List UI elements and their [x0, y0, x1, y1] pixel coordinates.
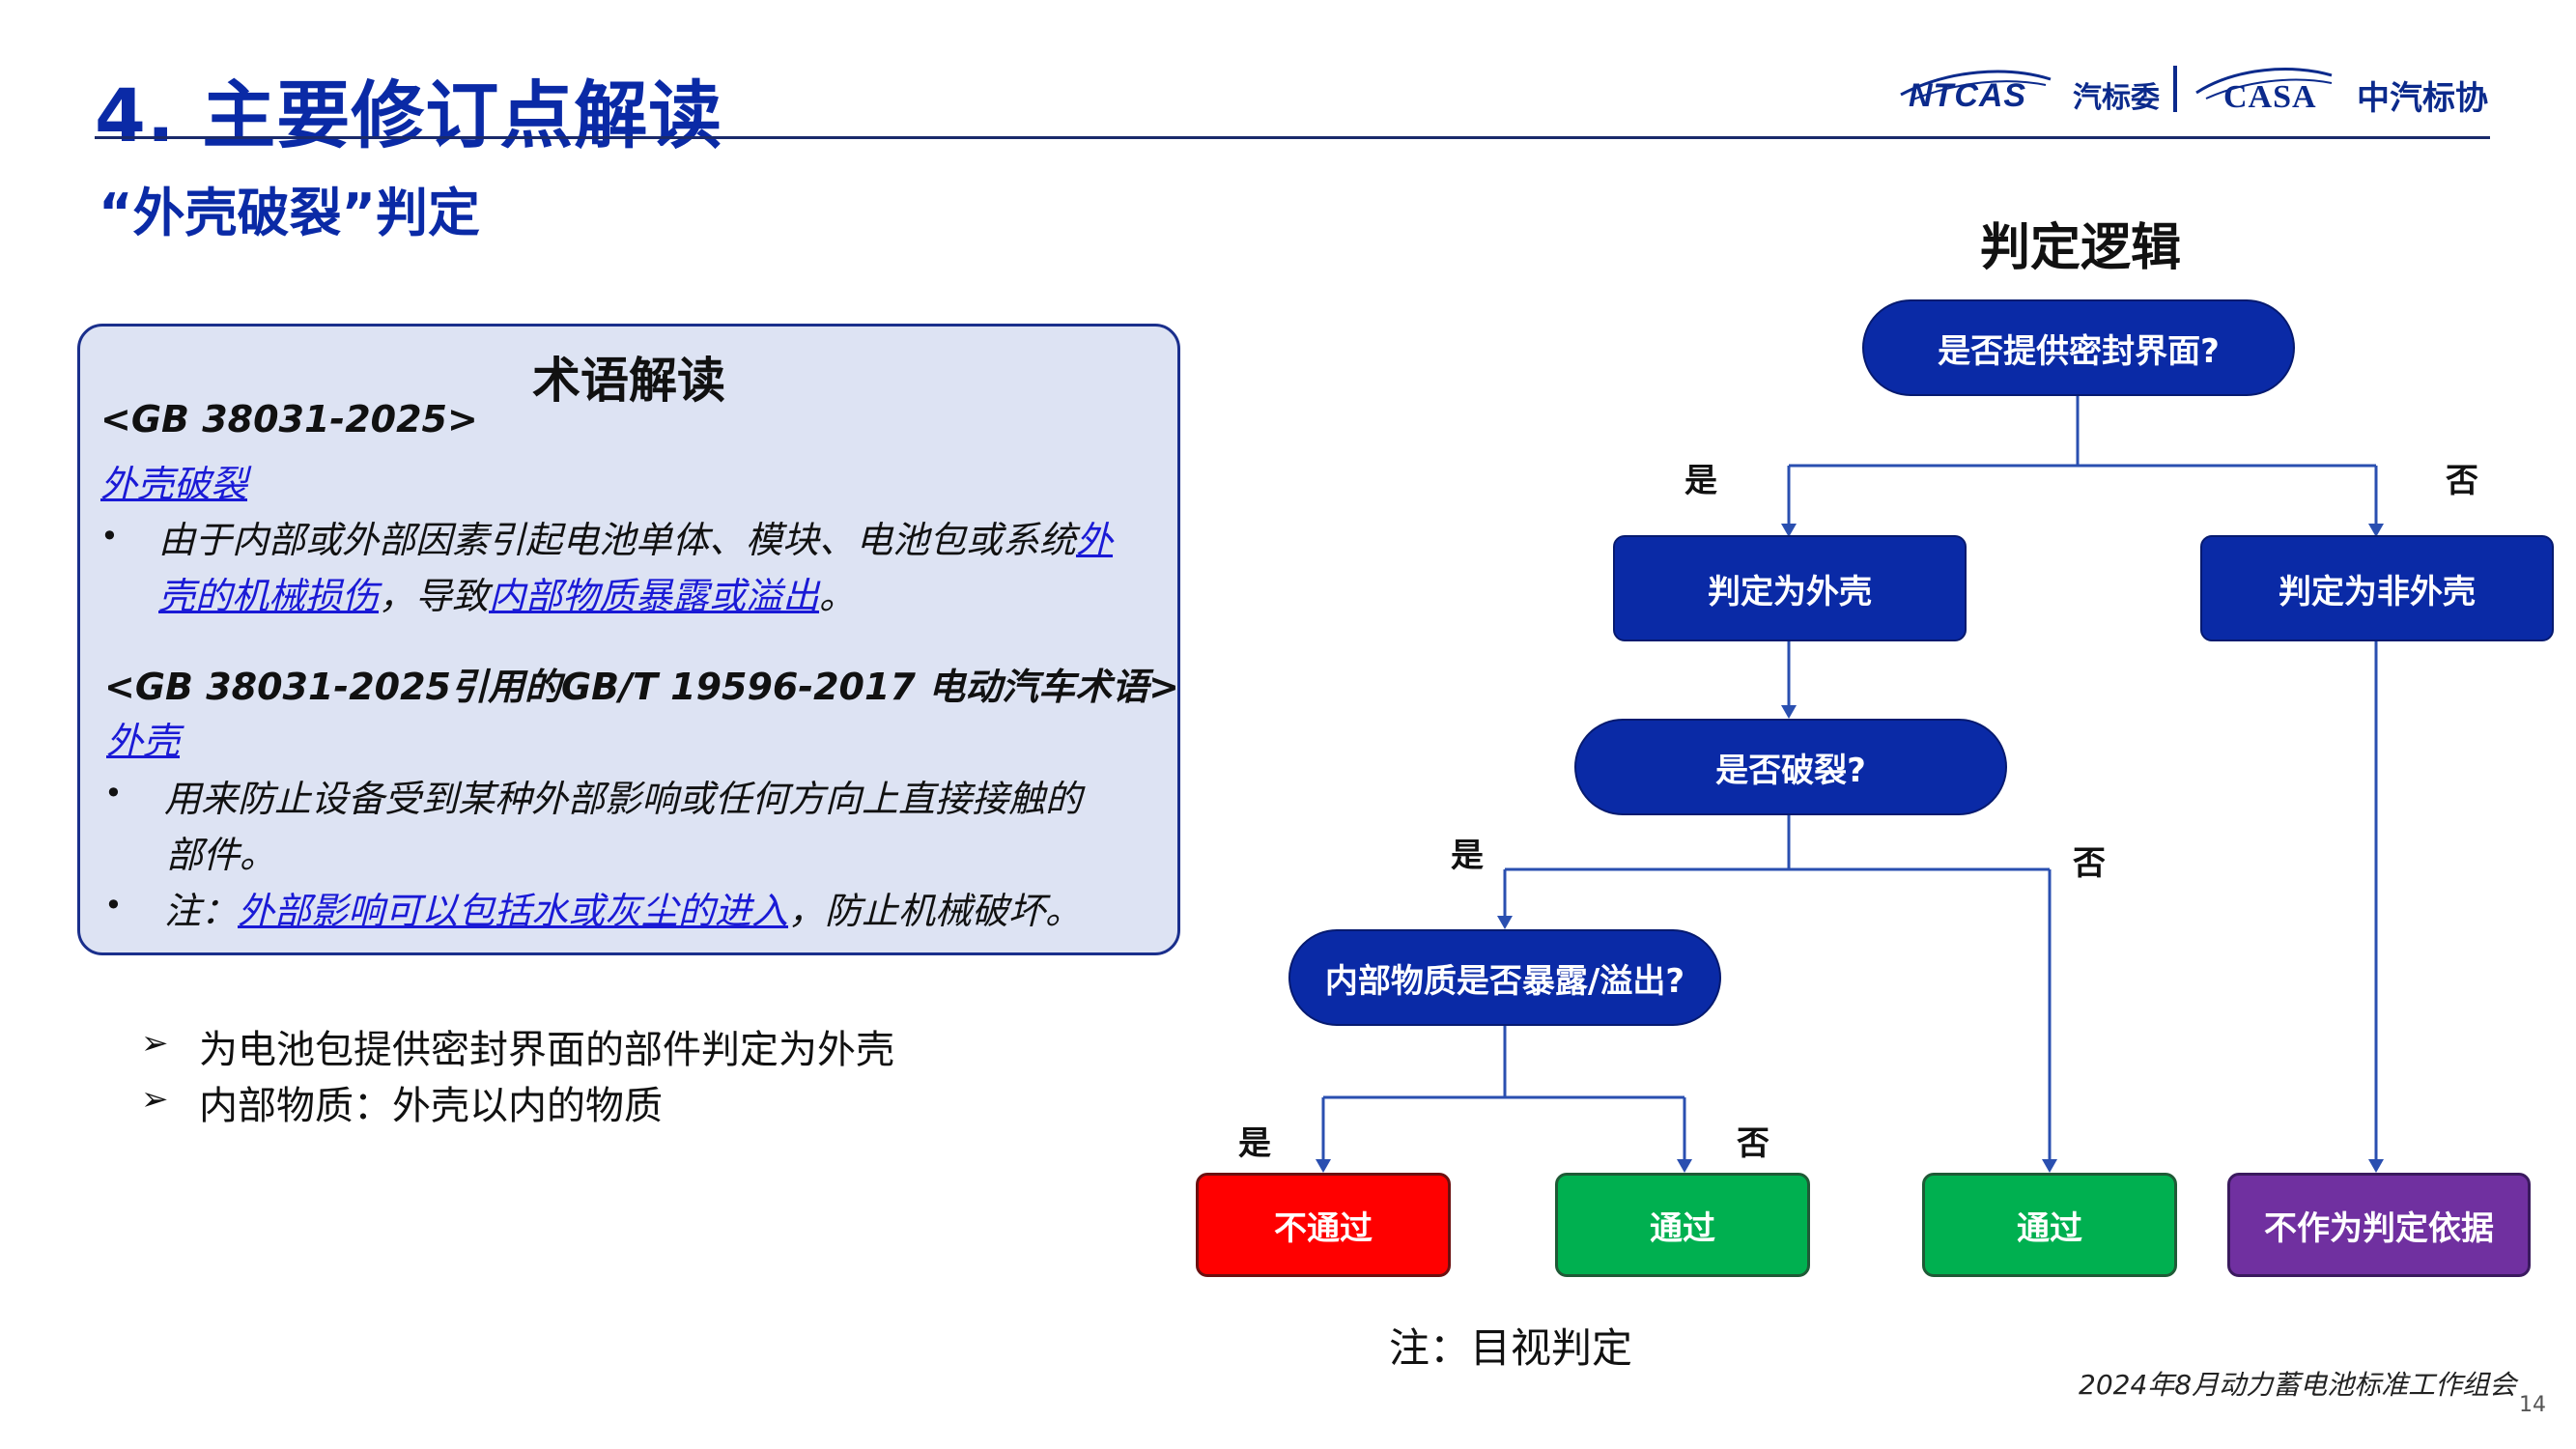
definition-2-note: 注：外部影响可以包括水或灰尘的进入，防止机械破坏。: [164, 881, 1082, 934]
arrow-bullet-icon: ➢: [141, 1080, 169, 1119]
note-item-2: 内部物质：外壳以内的物质: [199, 1084, 663, 1128]
standard-reference-2: <GB 38031-2025引用的GB/T 19596-2017 电动汽车术语>: [104, 666, 1179, 708]
label-no: 否: [2446, 462, 2478, 500]
term-shell: 外壳: [106, 711, 180, 764]
label-yes: 是: [1451, 837, 1484, 875]
term-shell-rupture-link[interactable]: 外壳破裂: [100, 463, 248, 505]
decision-ruptured: 是否破裂?: [1574, 719, 2007, 815]
bullet-icon: •: [100, 518, 119, 554]
definition-1-period: 。: [819, 575, 857, 617]
term-shell-rupture: 外壳破裂: [100, 454, 247, 507]
outcome-pass: 通过: [1555, 1173, 1810, 1277]
terms-title: 术语解读: [532, 353, 725, 409]
note-suffix: ，防止机械破坏。: [788, 890, 1083, 932]
definition-1-text-2: ，导致: [379, 575, 490, 617]
decision-sealing-interface: 是否提供密封界面?: [1862, 299, 2295, 396]
ntcas-logo-cn: 汽标委: [2073, 81, 2160, 115]
flowchart-note: 注：目视判定: [1389, 1324, 1633, 1372]
definition-1-link-exposure[interactable]: 内部物质暴露或溢出: [489, 575, 820, 617]
definition-1-text: 由于内部或外部因素引起电池单体、模块、电池包或系统: [158, 519, 1077, 561]
definition-2-line-2: 部件。: [166, 834, 277, 876]
label-no: 否: [2073, 844, 2106, 883]
note-prefix: 注：: [164, 890, 239, 932]
bullet-icon: •: [104, 775, 123, 811]
casa-logo-text: CASA: [2223, 79, 2317, 115]
decision-internal-exposure: 内部物质是否暴露/溢出?: [1288, 929, 1721, 1026]
casa-logo-swoosh-icon: [2195, 68, 2333, 99]
logo-group: NTCAS 汽标委 CASA 中汽标协: [1891, 62, 2490, 120]
definition-1-line-1: 由于内部或外部因素引起电池单体、模块、电池包或系统外: [158, 510, 1113, 563]
ntcas-logo-swoosh-icon: [1900, 70, 2052, 101]
outcome-pass: 通过: [1922, 1173, 2177, 1277]
flowchart-title: 判定逻辑: [1980, 219, 2182, 277]
logo-divider: [2173, 66, 2177, 112]
bullet-icon: •: [104, 887, 123, 923]
definition-1-line-2: 壳的机械损伤，导致内部物质暴露或溢出。: [158, 566, 856, 619]
arrow-bullet-icon: ➢: [141, 1024, 169, 1063]
note-link-external-influence[interactable]: 外部影响可以包括水或灰尘的进入: [238, 890, 789, 932]
definition-1-link-damage[interactable]: 壳的机械损伤: [158, 575, 380, 617]
outcome-not-basis: 不作为判定依据: [2227, 1173, 2531, 1277]
terms-panel: [77, 324, 1180, 955]
footer-organization: 2024年8月动力蓄电池标准工作组会: [2079, 1369, 2517, 1401]
term-shell-link[interactable]: 外壳: [106, 720, 181, 762]
label-yes: 是: [1684, 462, 1717, 500]
note-item-1: 为电池包提供密封界面的部件判定为外壳: [199, 1028, 894, 1072]
result-is-shell: 判定为外壳: [1613, 535, 1967, 641]
definition-1-link-shell[interactable]: 外: [1076, 519, 1114, 561]
ntcas-logo-text: NTCAS: [1909, 77, 2027, 114]
standard-reference-1: <GB 38031-2025>: [100, 398, 478, 440]
result-not-shell: 判定为非外壳: [2200, 535, 2554, 641]
label-yes: 是: [1238, 1124, 1271, 1163]
page-subtitle: “外壳破裂”判定: [99, 183, 480, 243]
header-divider: [95, 136, 2490, 139]
casa-logo-cn: 中汽标协: [2357, 79, 2488, 118]
page-title: 4. 主要修订点解读: [95, 72, 723, 158]
outcome-fail: 不通过: [1196, 1173, 1451, 1277]
definition-2-line-1: 用来防止设备受到某种外部影响或任何方向上直接接触的: [164, 778, 1083, 820]
page-number: 14: [2519, 1393, 2546, 1417]
label-no: 否: [1737, 1124, 1769, 1163]
